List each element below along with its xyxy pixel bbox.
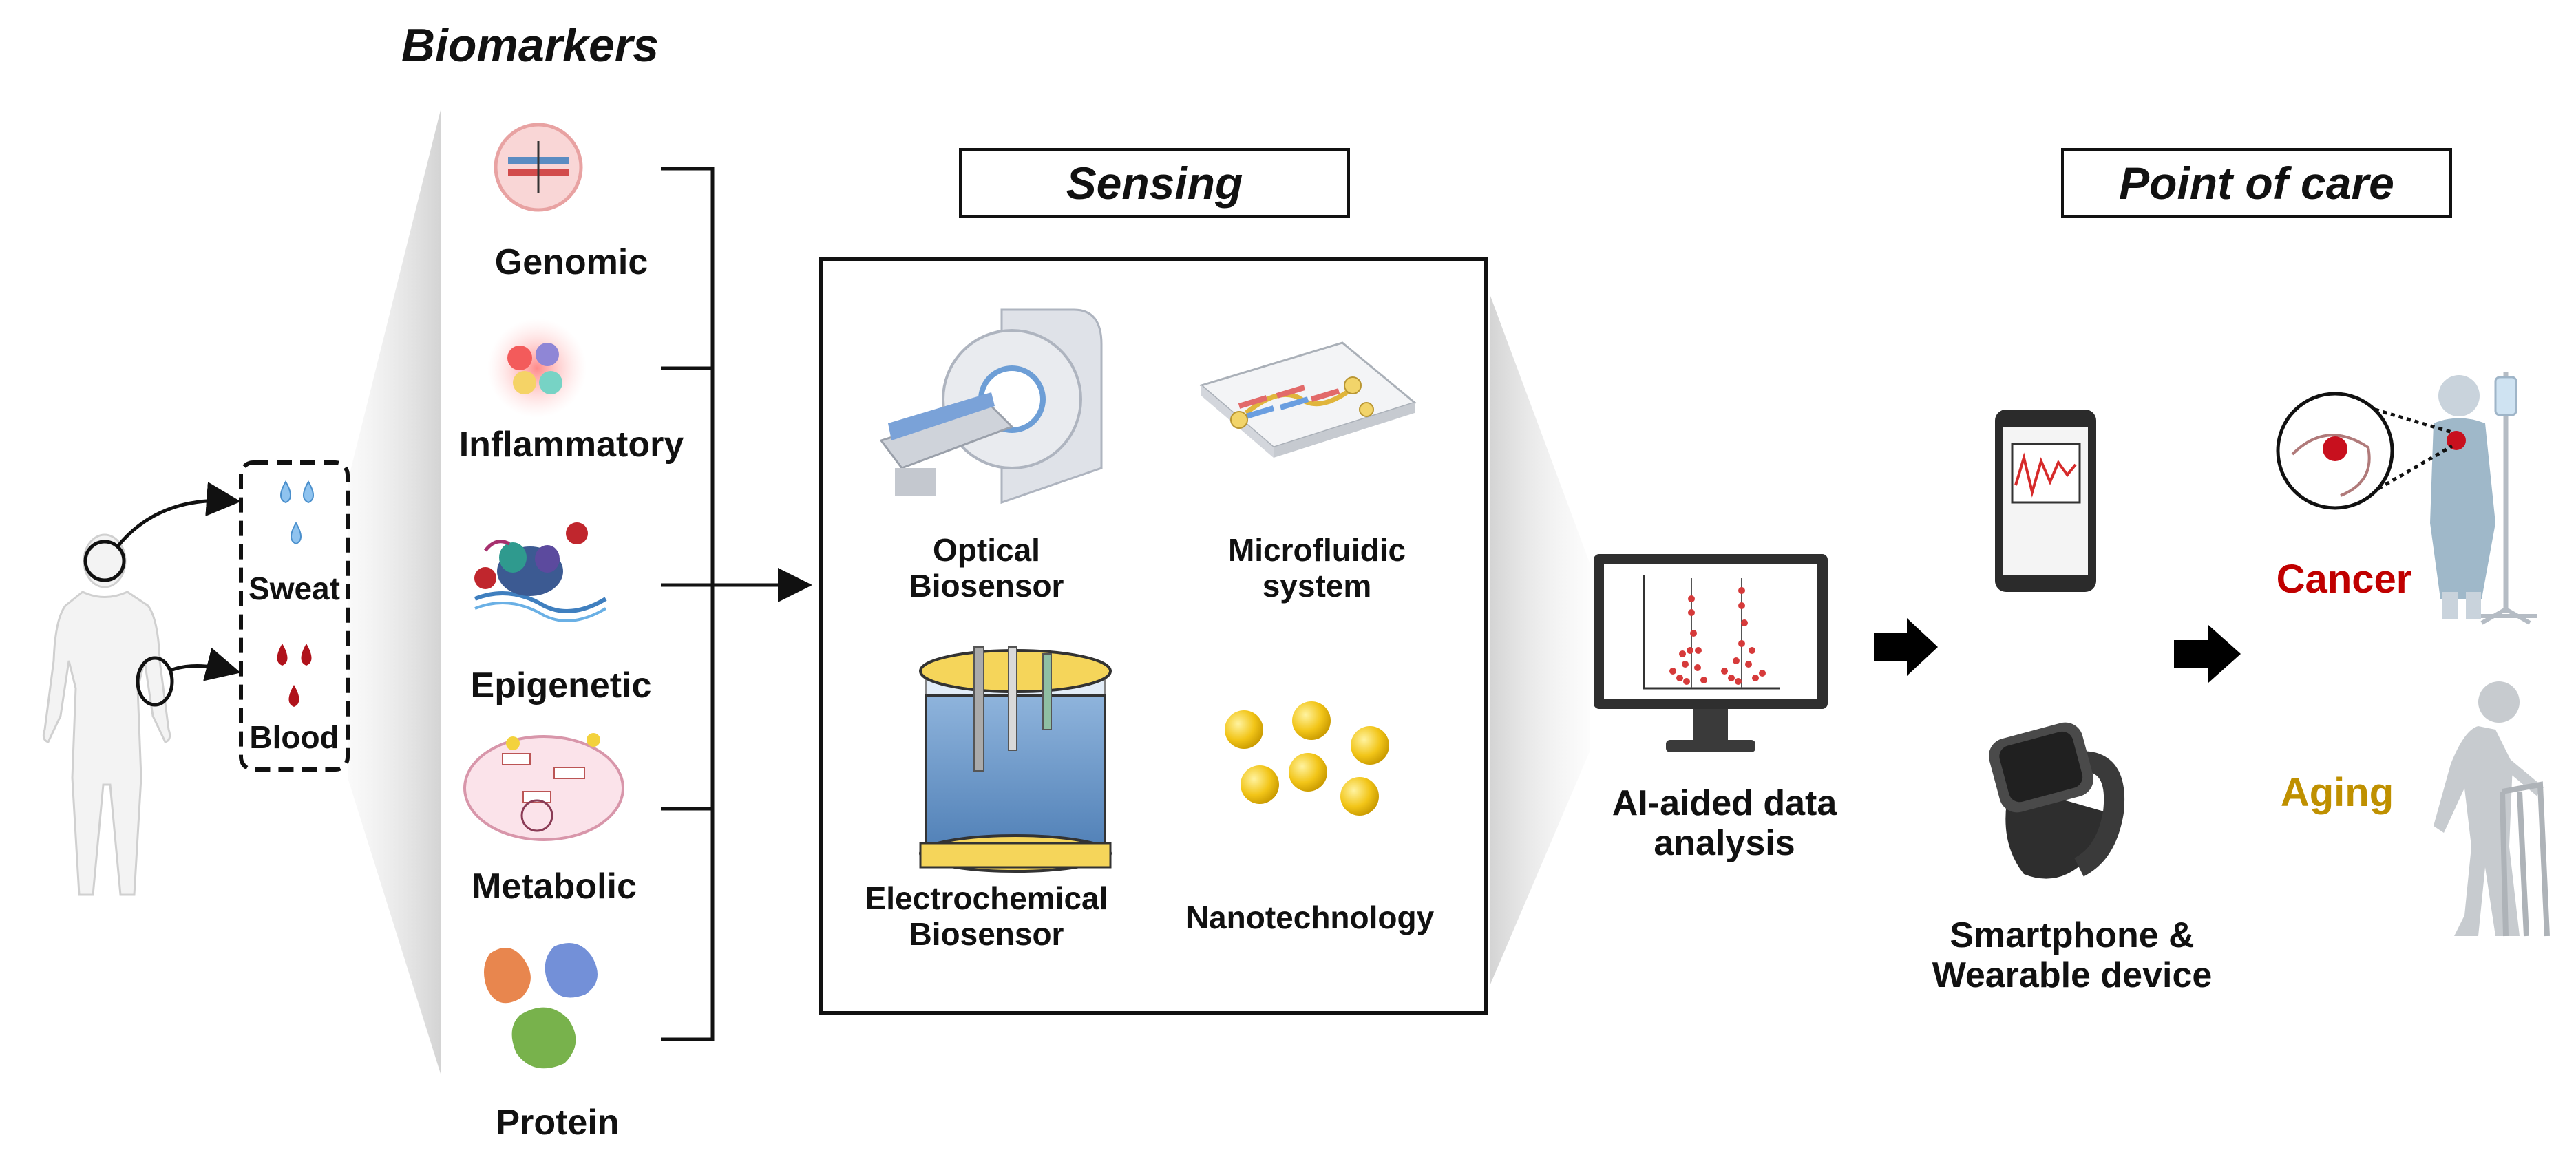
analysis-label: AI-aided data analysis — [1612, 783, 1837, 864]
sensing-title: Sensing — [959, 148, 1350, 218]
face-circle — [83, 540, 126, 582]
protein-molecules-icon — [484, 943, 598, 1069]
smartphone-icon — [1995, 410, 2096, 592]
nanoparticles-icon — [1225, 701, 1389, 816]
biomarker-label-metabolic: Metabolic — [472, 867, 637, 906]
funnel-right — [1490, 296, 1590, 984]
arrow-to-devices — [1874, 618, 1938, 676]
blood-drops-icon — [277, 644, 312, 707]
blood-label: Blood — [249, 719, 339, 755]
biomarkers-title: Biomarkers — [401, 19, 659, 72]
biomarker-label-epigenetic: Epigenetic — [470, 666, 652, 705]
funnel-left — [348, 110, 441, 1074]
arm-circle — [136, 656, 174, 707]
outcome-aging: Aging — [2280, 770, 2394, 815]
elderly-walker-icon — [2434, 681, 2550, 937]
human-body-icon — [42, 533, 171, 896]
sensing-label-electrochemical: Electrochemical Biosensor — [865, 880, 1108, 952]
sweat-label: Sweat — [249, 571, 340, 606]
smartwatch-icon — [1988, 722, 2125, 879]
arrow-to-outcomes — [2174, 625, 2241, 683]
histone-methylation-icon — [474, 522, 607, 622]
biomarker-label-genomic: Genomic — [494, 242, 648, 282]
biomarker-label-protein: Protein — [496, 1103, 620, 1143]
sensing-label-microfluidic: Microfluidic system — [1227, 532, 1406, 604]
sweat-arrow — [116, 482, 241, 549]
mri-scanner-icon — [879, 308, 1103, 505]
cancer-patient-icon — [2276, 372, 2537, 625]
device-label: Smartphone & Wearable device — [1932, 915, 2213, 996]
metabolic-pathway-icon — [463, 733, 624, 841]
blood-arrow — [168, 648, 241, 681]
dna-membrane-icon — [494, 123, 583, 212]
sensing-label-nanotechnology: Nanotechnology — [1185, 900, 1435, 935]
microfluidic-chip-icon — [1199, 341, 1417, 458]
monitor-plot-icon — [1594, 554, 1828, 752]
biomarker-bracket — [661, 167, 812, 1041]
sweat-drops-icon — [280, 480, 314, 545]
outcome-cancer: Cancer — [2276, 557, 2412, 602]
electrochemical-cell-icon — [919, 646, 1112, 873]
biomarker-label-inflammatory: Inflammatory — [458, 425, 684, 465]
sample-box — [239, 460, 350, 772]
inflamed-cells-icon — [487, 319, 587, 418]
sensing-label-optical: Optical Biosensor — [909, 532, 1064, 604]
point-of-care-title: Point of care — [2061, 148, 2452, 218]
